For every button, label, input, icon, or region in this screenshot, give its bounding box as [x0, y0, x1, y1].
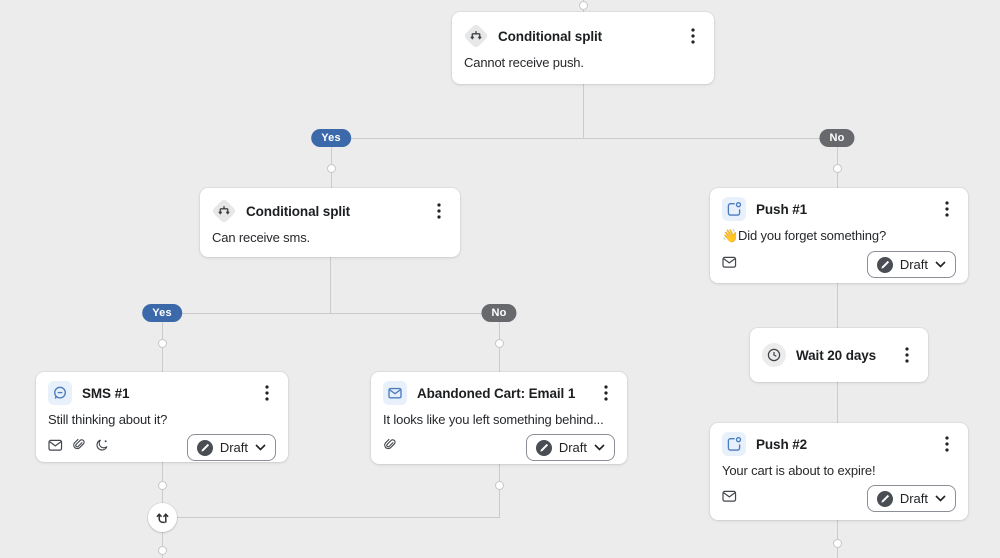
chevron-down-icon [255, 444, 266, 451]
push-notification-icon [722, 197, 746, 221]
node-card-sms-1[interactable]: SMS #1 Still thinking about it? [36, 372, 288, 462]
connector-line [162, 531, 163, 558]
status-dropdown[interactable]: Draft [525, 434, 615, 461]
merge-paths-icon [156, 513, 169, 524]
node-description: It looks like you left something behind.… [383, 412, 604, 427]
kebab-menu-button[interactable] [938, 198, 956, 220]
branch-badge-no: No [819, 129, 855, 147]
moon-icon [95, 438, 109, 457]
status-dropdown[interactable]: Draft [186, 434, 276, 461]
paperclip-icon [72, 438, 86, 457]
node-card-conditional-split-1[interactable]: Conditional split Cannot receive push. [452, 12, 714, 84]
pencil-circle-icon [196, 439, 213, 456]
push-notification-icon [722, 432, 746, 456]
node-description: Cannot receive push. [464, 55, 584, 70]
branch-badge-no: No [481, 304, 517, 322]
connector-dot [495, 339, 504, 348]
status-label: Draft [899, 257, 928, 272]
status-dropdown[interactable]: Draft [866, 485, 956, 512]
status-label: Draft [219, 440, 248, 455]
connector-line [583, 84, 584, 138]
chat-bubble-icon [48, 381, 72, 405]
connector-line [330, 257, 331, 313]
node-description: Your cart is about to expire! [722, 463, 876, 478]
envelope-icon [722, 256, 737, 274]
pencil-circle-icon [876, 256, 893, 273]
connector-dot [158, 481, 167, 490]
branch-badge-yes: Yes [142, 304, 182, 322]
node-title: Push #2 [756, 436, 808, 452]
pencil-circle-icon [535, 439, 552, 456]
connector-line [837, 283, 838, 328]
kebab-menu-button[interactable] [597, 382, 615, 404]
node-title: Push #1 [756, 201, 808, 217]
node-title: Conditional split [498, 28, 603, 44]
status-label: Draft [899, 491, 928, 506]
node-card-push-1[interactable]: Push #1 👋Did you forget something? [710, 188, 968, 283]
node-card-wait[interactable]: Wait 20 days [750, 328, 928, 382]
pencil-circle-icon [876, 490, 893, 507]
connector-dot [158, 546, 167, 555]
node-title: Conditional split [246, 203, 351, 219]
conditional-split-icon [463, 23, 489, 49]
connector-line [162, 313, 499, 314]
node-title: SMS #1 [82, 385, 130, 401]
node-description: 👋Did you forget something? [722, 228, 887, 243]
connector-dot [158, 339, 167, 348]
conditional-split-icon [211, 198, 237, 224]
status-dropdown[interactable]: Draft [866, 251, 956, 278]
connector-dot [833, 164, 842, 173]
kebab-menu-button[interactable] [938, 433, 956, 455]
connector-line [837, 382, 838, 423]
node-description: Can receive sms. [212, 230, 311, 245]
chevron-down-icon [935, 261, 946, 268]
envelope-icon [383, 381, 407, 405]
connector-line [499, 464, 500, 517]
clock-icon [762, 343, 786, 367]
kebab-menu-button[interactable] [258, 382, 276, 404]
node-card-push-2[interactable]: Push #2 Your cart is about to expire! [710, 423, 968, 520]
envelope-icon [722, 490, 737, 508]
connector-dot [495, 481, 504, 490]
connector-line [176, 517, 500, 518]
kebab-menu-button[interactable] [430, 200, 448, 222]
node-card-conditional-split-2[interactable]: Conditional split Can receive sms. [200, 188, 460, 257]
merge-paths-node[interactable] [148, 503, 177, 532]
chevron-down-icon [935, 495, 946, 502]
node-title: Wait 20 days [796, 347, 877, 363]
status-label: Draft [558, 440, 587, 455]
connector-dot [833, 539, 842, 548]
node-card-email-1[interactable]: Abandoned Cart: Email 1 It looks like yo… [371, 372, 627, 464]
envelope-icon [48, 439, 63, 457]
connector-dot [327, 164, 336, 173]
paperclip-icon [383, 438, 397, 457]
connector-line [331, 138, 837, 139]
chevron-down-icon [594, 444, 605, 451]
branch-badge-yes: Yes [311, 129, 351, 147]
node-title: Abandoned Cart: Email 1 [417, 385, 576, 401]
kebab-menu-button[interactable] [898, 344, 916, 366]
kebab-menu-button[interactable] [684, 25, 702, 47]
connector-dot [579, 1, 588, 10]
node-description: Still thinking about it? [48, 412, 168, 427]
